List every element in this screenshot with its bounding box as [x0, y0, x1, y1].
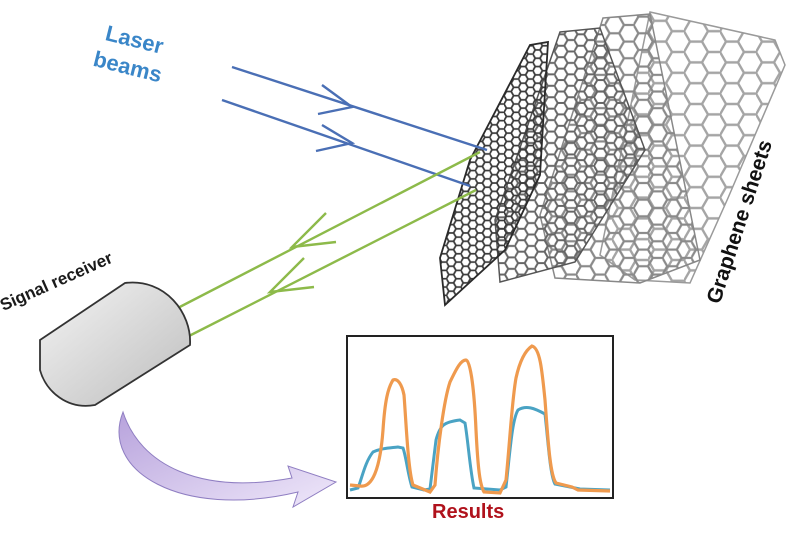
curved-arrow-icon	[118, 410, 338, 509]
results-frame	[346, 335, 614, 499]
signal-receiver-icon	[39, 281, 191, 407]
trace-orange	[349, 344, 611, 495]
results-label: Results	[432, 501, 505, 523]
laser-arrow-1	[317, 84, 355, 116]
graphene-sheet-1	[439, 40, 549, 307]
reflected-arrow-1	[288, 212, 337, 249]
results-plot	[346, 335, 614, 499]
laser-arrow-2	[315, 123, 356, 153]
laser-beams	[221, 65, 488, 188]
graphene-sheet-icon	[439, 11, 786, 307]
reflected-beam-2	[186, 188, 477, 339]
reflected-arrow-2	[266, 257, 315, 294]
reflected-beam-1	[169, 150, 481, 314]
reflected-beams	[169, 150, 481, 339]
trace-blue	[349, 405, 611, 492]
laser-beam-1	[231, 65, 488, 152]
laser-beam-2	[221, 98, 471, 188]
